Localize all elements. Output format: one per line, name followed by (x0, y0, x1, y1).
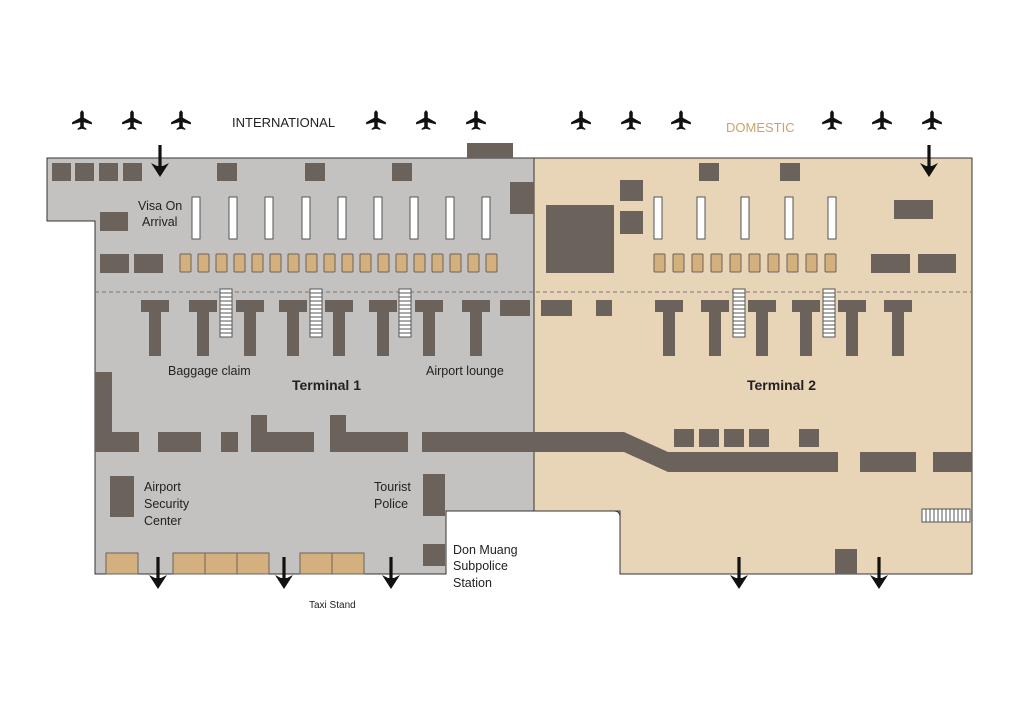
airplane-icon (416, 110, 436, 130)
t-gate-stem (377, 300, 389, 356)
t-gate-stem (287, 300, 299, 356)
t-gate-stem (197, 300, 209, 356)
t-gate-stem (470, 300, 482, 356)
check-in-counter (767, 253, 780, 273)
bottom-counters (105, 552, 365, 575)
check-in-counter (449, 253, 462, 273)
t-gate-stem (333, 300, 345, 356)
baggage-claim-label: Baggage claim (168, 364, 251, 378)
check-in-counter (197, 253, 210, 273)
airplane-icon (366, 110, 386, 130)
check-in-counter (672, 253, 685, 273)
map-labels: Visa On Arrival Baggage claim Airport lo… (138, 199, 518, 590)
t-gate-stem (846, 300, 858, 356)
check-in-counter (359, 253, 372, 273)
visa-label-line1: Visa On (138, 199, 182, 213)
tourist-police-label-line1: Tourist (374, 480, 411, 494)
airplane-icon (922, 110, 942, 130)
airplane-icon (872, 110, 892, 130)
check-in-counter (377, 253, 390, 273)
t-gate-stem (149, 300, 161, 356)
check-in-counter (215, 253, 228, 273)
lower-blocks (95, 372, 972, 574)
check-in-counter (653, 253, 666, 273)
airplane-icon (621, 110, 641, 130)
tourist-police-label-line2: Police (374, 497, 408, 511)
check-in-counter (710, 253, 723, 273)
check-in-counter (341, 253, 354, 273)
check-in-counter (467, 253, 480, 273)
subpolice-label-line2: Subpolice (453, 559, 508, 573)
airport-lounge-label: Airport lounge (426, 364, 504, 378)
terminal-2-label: Terminal 2 (747, 377, 816, 393)
subpolice-label-line3: Station (453, 576, 492, 590)
airplane-icons (72, 110, 942, 130)
check-in-counter (251, 253, 264, 273)
subpolice-label-line1: Don Muang (453, 543, 518, 557)
airplane-icon (122, 110, 142, 130)
security-label-line3: Center (144, 514, 182, 528)
t-gate-stem (709, 300, 721, 356)
check-in-counter (824, 253, 837, 273)
t-gate-stem (892, 300, 904, 356)
escalator-right (921, 508, 971, 523)
security-label-line1: Airport (144, 480, 181, 494)
taxi-stand-label: Taxi Stand (309, 600, 356, 611)
check-in-counter (729, 253, 742, 273)
terminal-1-label: Terminal 1 (292, 377, 361, 393)
check-in-counter (233, 253, 246, 273)
t-shaped-gates (141, 300, 912, 356)
check-in-counter (431, 253, 444, 273)
check-in-counter (413, 253, 426, 273)
domestic-label: DOMESTIC (726, 120, 795, 135)
check-in-counter (485, 253, 498, 273)
airplane-icon (171, 110, 191, 130)
airplane-icon (671, 110, 691, 130)
escalators (219, 288, 836, 338)
check-in-counter (287, 253, 300, 273)
check-in-counter (748, 253, 761, 273)
check-in-counter (691, 253, 704, 273)
check-in-counter (395, 253, 408, 273)
t-gate-stem (800, 300, 812, 356)
check-in-counter (323, 253, 336, 273)
check-in-counter (805, 253, 818, 273)
airplane-icon (571, 110, 591, 130)
check-in-counter (305, 253, 318, 273)
t-gate-stem (756, 300, 768, 356)
check-in-counter (179, 253, 192, 273)
t-gate-stem (244, 300, 256, 356)
subpolice-station-area (445, 510, 621, 574)
top-blocks (52, 143, 956, 316)
check-in-counter (786, 253, 799, 273)
airplane-icon (466, 110, 486, 130)
airplane-icon (72, 110, 92, 130)
check-in-counter (269, 253, 282, 273)
security-label-line2: Security (144, 497, 190, 511)
gate-booths (191, 196, 837, 240)
check-in-counters (179, 253, 837, 273)
airplane-icon (822, 110, 842, 130)
visa-label-line2: Arrival (142, 215, 177, 229)
t-gate-stem (423, 300, 435, 356)
t-gate-stem (663, 300, 675, 356)
international-label: INTERNATIONAL (232, 115, 335, 130)
